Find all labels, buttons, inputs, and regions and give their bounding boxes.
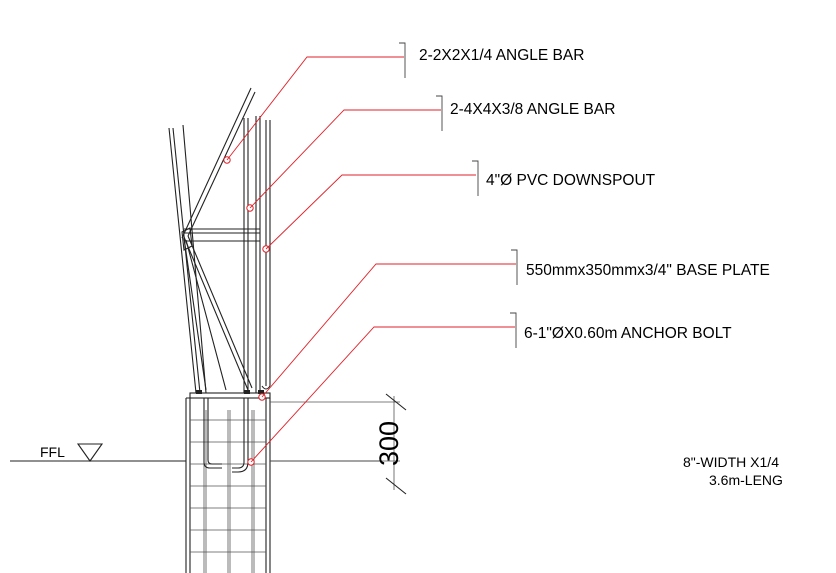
note-line-1: 8"-WIDTH X1/4: [683, 454, 779, 470]
callout-base-plate: 550mmx350mmx3/4" BASE PLATE: [258, 249, 770, 401]
callout-label: 550mmx350mmx3/4" BASE PLATE: [526, 262, 770, 279]
callout-pvc-downspout: 4"Ø PVC DOWNSPOUT: [262, 160, 656, 253]
callout-label: 4"Ø PVC DOWNSPOUT: [486, 172, 656, 189]
level-triangle-icon: [76, 443, 104, 462]
steel-column-truss: [168, 87, 271, 399]
floor-line: FFL: [10, 443, 380, 462]
callout-angle-bar-large: 2-4X4X3/8 ANGLE BAR: [246, 95, 615, 212]
callout-anchor-bolt: 6-1"ØX0.60m ANCHOR BOLT: [247, 312, 732, 466]
callout-label: 6-1"ØX0.60m ANCHOR BOLT: [524, 325, 732, 342]
callout-angle-bar-small: 2-2X2X1/4 ANGLE BAR: [223, 42, 584, 164]
dimension-300: 300: [270, 393, 407, 495]
callout-label: 2-2X2X1/4 ANGLE BAR: [419, 47, 584, 64]
dimension-value: 300: [374, 421, 404, 466]
partial-note: 8"-WIDTH X1/4 3.6m-LENG: [683, 454, 783, 488]
anchor-bolts: [203, 398, 249, 473]
ffl-label: FFL: [40, 444, 65, 460]
concrete-pedestal: [185, 397, 271, 573]
note-line-2: 3.6m-LENG: [709, 472, 783, 488]
callout-label: 2-4X4X3/8 ANGLE BAR: [450, 101, 615, 118]
